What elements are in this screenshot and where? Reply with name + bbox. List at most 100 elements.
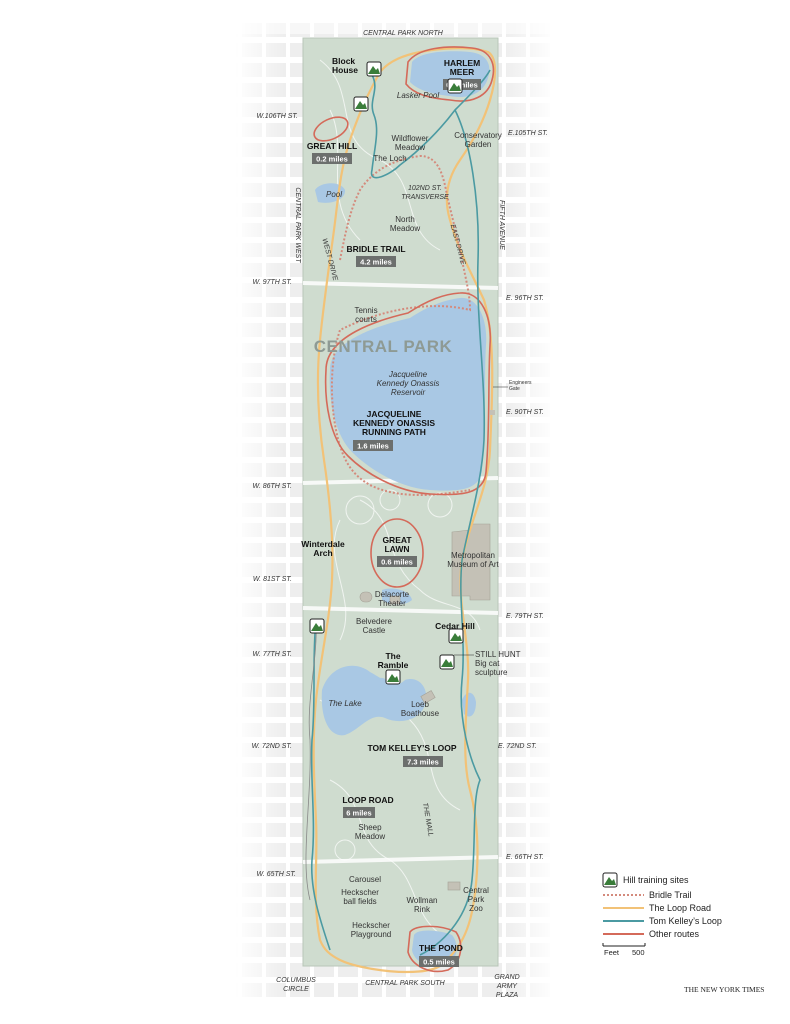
ramble-label-2: Ramble xyxy=(378,660,409,670)
great-hill-path xyxy=(313,116,349,142)
wildflower-label-2: Meadow xyxy=(395,143,425,152)
grand-army-plaza-label-3: PLAZA xyxy=(496,992,519,999)
reservoir-label-3: Reservoir xyxy=(391,388,426,397)
w72-label: W. 72ND ST. xyxy=(252,743,292,750)
delacorte-label-1: Delacorte xyxy=(375,590,410,599)
hill-sites xyxy=(309,61,508,685)
heckscher-fields-label-1: Heckscher xyxy=(341,888,379,897)
heckscher-playground-label-2: Playground xyxy=(351,930,391,939)
the-pond-badge xyxy=(419,956,459,967)
ramble-label-1: The xyxy=(385,651,400,661)
bridle-trail-label: BRIDLE TRAIL xyxy=(346,244,405,254)
tennis-label-2: courts xyxy=(355,315,377,324)
belvedere-label-2: Castle xyxy=(363,626,386,635)
tom-kelley-label: TOM KELLEY’S LOOP xyxy=(367,743,456,753)
w81-label: W. 81ST ST. xyxy=(253,576,292,583)
e105-label: E.105TH ST. xyxy=(508,130,548,137)
park-area xyxy=(302,37,499,967)
great-hill-distance: 0.2 miles xyxy=(316,155,348,164)
transverse-label-2: TRANSVERSE xyxy=(401,194,449,201)
harlem-meer-path xyxy=(405,46,495,102)
heckscher-fields-label-2: ball fields xyxy=(343,897,376,906)
the-lake-label: The Lake xyxy=(328,699,362,708)
small-pond xyxy=(375,677,388,687)
the-lake xyxy=(321,665,427,736)
still-hunt-label-1: STILL HUNT xyxy=(475,650,521,659)
met-label-1: Metropolitan xyxy=(451,551,495,560)
belvedere-label-1: Belvedere xyxy=(356,617,393,626)
reservoir-path xyxy=(324,292,492,496)
the-pond-distance: 0.5 miles xyxy=(423,958,455,967)
legend-bridle-label: Bridle Trail xyxy=(649,890,692,900)
harlem-meer-label-2: MEER xyxy=(450,67,475,77)
place-labels: Block House Lasker Pool Wildflower Meado… xyxy=(301,56,532,939)
great-lawn-label-2: LAWN xyxy=(384,544,409,554)
cedar-hill-label: Cedar Hill xyxy=(435,621,475,631)
reservoir-path-badge xyxy=(353,440,393,451)
legend-hill-label: Hill training sites xyxy=(623,875,689,885)
north-meadow-label-2: Meadow xyxy=(390,224,420,233)
met-label-2: Museum of Art xyxy=(447,560,499,569)
legend: Hill training sites Bridle Trail The Loo… xyxy=(602,872,722,957)
still-hunt-label-3: sculpture xyxy=(475,668,508,677)
loeb-label-1: Loeb xyxy=(411,700,429,709)
heckscher-playground-label-1: Heckscher xyxy=(352,921,390,930)
hill-icon xyxy=(439,654,455,670)
w86-label: W. 86TH ST. xyxy=(252,483,292,490)
the-pond-path xyxy=(407,925,462,973)
hill-icon xyxy=(366,61,382,77)
zoo-label-2: Park xyxy=(468,895,485,904)
grand-army-plaza-label-1: GRAND xyxy=(494,974,519,981)
central-park-south-label: CENTRAL PARK SOUTH xyxy=(365,980,445,987)
loop-road-distance: 6 miles xyxy=(346,809,371,818)
the-loch-label: The Loch xyxy=(373,154,406,163)
routes xyxy=(305,46,497,974)
reservoir-path-distance: 1.6 miles xyxy=(357,442,389,451)
columbus-circle-label-1: COLUMBUS xyxy=(276,977,316,984)
engineers-gate-label-2: Gate xyxy=(509,386,520,392)
scale-bar: Feet 500 xyxy=(602,943,646,957)
hill-icon xyxy=(309,618,325,634)
tom-kelley-badge xyxy=(403,756,443,767)
central-park-north-label: CENTRAL PARK NORTH xyxy=(363,30,444,37)
tom-kelley-distance: 7.3 miles xyxy=(407,758,439,767)
hill-icon xyxy=(353,96,369,112)
tennis-label-1: Tennis xyxy=(354,306,377,315)
side-streets: W.106TH ST. W. 97TH ST. W. 86TH ST. W. 8… xyxy=(252,113,548,878)
north-meadow-label-1: North xyxy=(395,215,415,224)
reservoir-path-label-1: JACQUELINE xyxy=(367,409,422,419)
great-lawn-distance: 0.6 miles xyxy=(381,558,413,567)
great-hill-label: GREAT HILL xyxy=(307,141,357,151)
loop-road xyxy=(312,47,497,974)
wollman-label-1: Wollman xyxy=(407,896,438,905)
great-lawn-path xyxy=(370,518,424,588)
bridle-trail xyxy=(330,154,472,496)
reservoir-path-label-2: KENNEDY ONASSIS xyxy=(353,418,435,428)
e66-label: E. 66TH ST. xyxy=(506,854,544,861)
w97-label: W. 97TH ST. xyxy=(252,279,292,286)
grand-army-plaza-label-2: ARMY xyxy=(496,983,519,990)
winterdale-label-2: Arch xyxy=(313,548,332,558)
loop-road-badge xyxy=(343,807,375,818)
block-house-label-1: Block xyxy=(332,56,355,66)
w106-label: W.106TH ST. xyxy=(257,113,299,120)
tom-kelleys-loop xyxy=(310,69,491,956)
scale-value: 500 xyxy=(632,948,645,957)
legend-loop-label: The Loop Road xyxy=(649,903,711,913)
winterdale-label-1: Winterdale xyxy=(301,539,345,549)
conservatory-label-2: Garden xyxy=(465,140,492,149)
reservoir-path-label-3: RUNNING PATH xyxy=(362,427,426,437)
loop-road-label: LOOP ROAD xyxy=(342,795,393,805)
wildflower-label-1: Wildflower xyxy=(392,134,429,143)
park-name: CENTRAL PARK xyxy=(314,337,453,356)
scale-unit: Feet xyxy=(604,948,620,957)
w77-label: W. 77TH ST. xyxy=(252,651,292,658)
great-lawn-badge xyxy=(377,556,417,567)
e72-label: E. 72ND ST. xyxy=(498,743,537,750)
bridle-trail-distance: 4.2 miles xyxy=(360,258,392,267)
reservoir-label-1: Jacqueline xyxy=(388,370,428,379)
credit: THE NEW YORK TIMES xyxy=(684,985,764,994)
central-park-west-label: CENTRAL PARK WEST xyxy=(294,187,301,263)
transverse-label-1: 102ND ST. xyxy=(408,185,442,192)
great-hill-badge xyxy=(312,153,352,164)
